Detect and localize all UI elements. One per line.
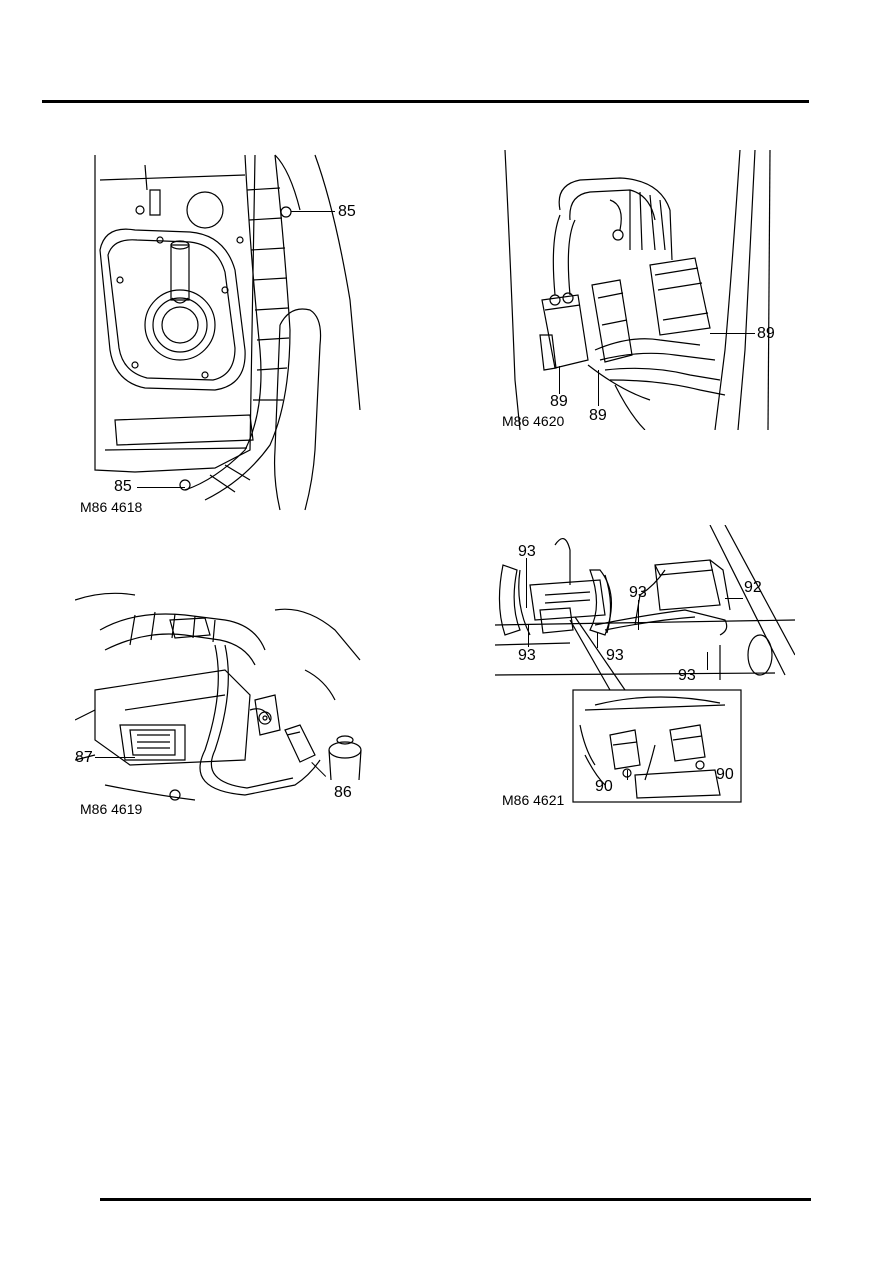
leader-line [725, 598, 743, 599]
figure-m86-4620 [500, 150, 780, 430]
callout-89-left: 89 [550, 393, 568, 410]
leader-line [291, 211, 335, 212]
leader-line [597, 632, 598, 648]
illustration-gear-lever-harness [94, 154, 361, 511]
callout-93-top: 93 [518, 543, 536, 560]
figure-m86-4619 [75, 590, 365, 815]
callout-86: 86 [334, 784, 352, 801]
figure-id: M86 4621 [502, 792, 565, 808]
header-rule [42, 100, 809, 103]
leader-line [638, 600, 639, 630]
leader-line [137, 487, 185, 488]
leader-line [526, 558, 527, 608]
callout-90-left: 90 [595, 778, 613, 795]
illustration-module-connector [75, 592, 362, 801]
callout-89-middle: 89 [589, 407, 607, 424]
callout-93-upper: 93 [629, 584, 647, 601]
callout-85-lower: 85 [114, 478, 132, 495]
illustration-harness-multiplugs [504, 150, 771, 430]
callout-93-left: 93 [518, 647, 536, 664]
callout-85-upper: 85 [338, 203, 356, 220]
figure-m86-4618 [75, 150, 375, 515]
leader-line [710, 333, 755, 334]
leader-line [559, 366, 560, 394]
callout-89-right: 89 [757, 325, 775, 342]
illustration-console-harness [495, 525, 795, 803]
leader-line [95, 757, 135, 758]
callout-92: 92 [744, 579, 762, 596]
callout-93-middle: 93 [606, 647, 624, 664]
leader-line [707, 652, 708, 670]
footer-rule [100, 1198, 811, 1201]
callout-93-right: 93 [678, 667, 696, 684]
figure-id: M86 4618 [80, 499, 143, 515]
leader-line [598, 370, 599, 406]
callout-90-right: 90 [716, 766, 734, 783]
figure-id: M86 4620 [502, 413, 565, 429]
figure-m86-4621 [495, 525, 795, 815]
figure-id: M86 4619 [80, 801, 143, 817]
leader-line [528, 625, 529, 647]
callout-87: 87 [75, 749, 93, 766]
leader-line [627, 770, 628, 780]
